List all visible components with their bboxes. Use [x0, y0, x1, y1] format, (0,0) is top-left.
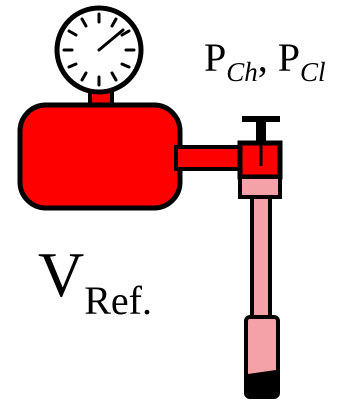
valve-handle-icon: [242, 116, 280, 146]
reference-volume-tank: [17, 102, 183, 211]
connecting-pipe: [174, 145, 244, 171]
pressure-sub-ch: Ch: [226, 57, 258, 87]
pressure-gauge-icon: [54, 5, 144, 108]
sample-chamber-tube: [238, 175, 282, 399]
pressure-label: PCh, PCl: [204, 35, 326, 86]
pressure-p1: P: [204, 35, 227, 80]
volume-sub-ref: Ref.: [84, 278, 152, 323]
pressure-sub-cl: Cl: [300, 57, 326, 87]
pressure-separator: , P: [257, 35, 301, 80]
volume-main: V: [38, 239, 85, 310]
gauge-needle: [97, 28, 125, 52]
sample-material: [248, 370, 276, 395]
volume-label: VRef.: [38, 243, 152, 321]
